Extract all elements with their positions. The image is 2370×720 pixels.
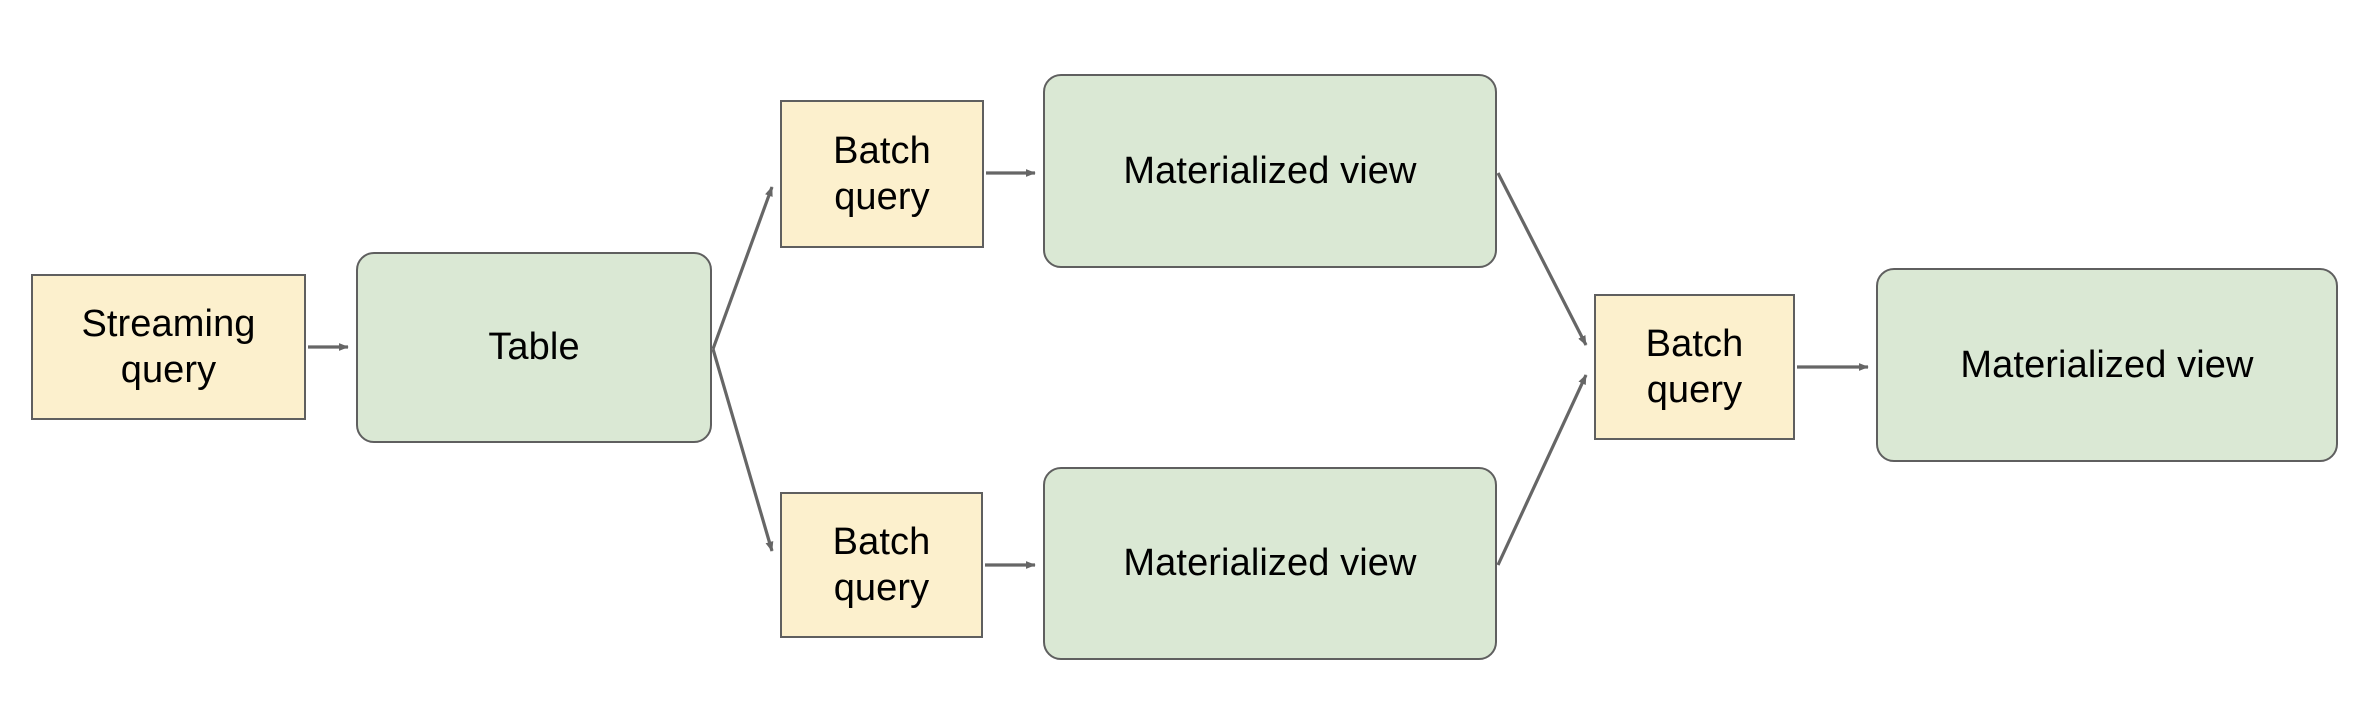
edge-materialized-view-top-to-batch-query-merge	[1496, 172, 1588, 346]
node-materialized-view-final[interactable]: Materialized view	[1876, 268, 2338, 462]
node-batch-query-bottom[interactable]: Batch query	[780, 492, 983, 638]
node-batch-query-top-label: Batch query	[833, 129, 931, 218]
node-materialized-view-bottom[interactable]: Materialized view	[1043, 467, 1497, 660]
node-batch-query-merge-label: Batch query	[1645, 322, 1744, 411]
node-materialized-view-final-label: Materialized view	[1960, 343, 2254, 386]
node-streaming-query-label: Streaming query	[81, 302, 256, 391]
node-batch-query-bottom-label: Batch query	[832, 520, 931, 609]
edge-table-to-batch-query-top	[711, 186, 774, 350]
node-materialized-view-top-label: Materialized view	[1123, 149, 1417, 192]
edge-materialized-view-bottom-to-batch-query-merge	[1496, 374, 1588, 566]
node-batch-query-top[interactable]: Batch query	[780, 100, 984, 248]
edge-table-to-batch-query-bottom	[711, 348, 774, 552]
node-batch-query-merge[interactable]: Batch query	[1594, 294, 1795, 440]
node-materialized-view-bottom-label: Materialized view	[1123, 542, 1417, 585]
node-materialized-view-top[interactable]: Materialized view	[1043, 74, 1497, 268]
node-table-label: Table	[488, 326, 580, 369]
node-streaming-query[interactable]: Streaming query	[31, 274, 306, 420]
node-table[interactable]: Table	[356, 252, 712, 443]
